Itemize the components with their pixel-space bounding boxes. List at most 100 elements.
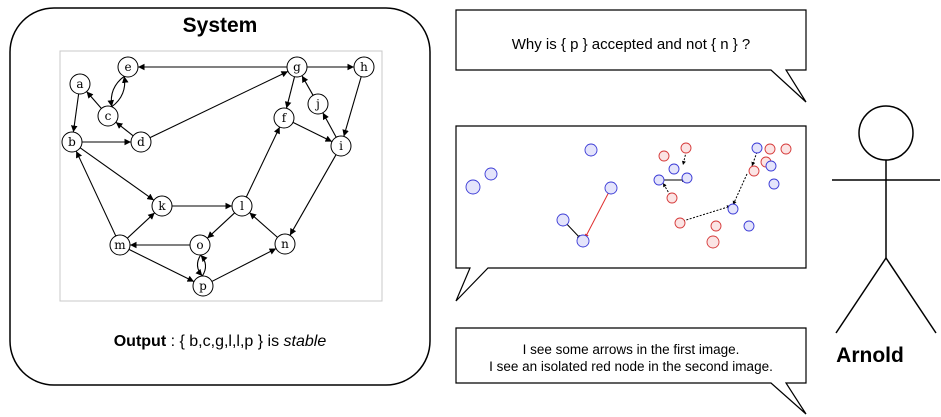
image-arrow-7 bbox=[751, 151, 758, 167]
node-label-p: p bbox=[199, 279, 207, 293]
edge-n-l bbox=[249, 212, 278, 238]
edge-d-g bbox=[149, 70, 289, 139]
node-label-h: h bbox=[360, 60, 368, 74]
node-h bbox=[353, 56, 375, 78]
node-label-b: b bbox=[68, 135, 76, 149]
node-label-d: d bbox=[137, 135, 145, 149]
node-p bbox=[192, 275, 214, 297]
graph-nodes: a b c d e f g h i j k l m n o p bbox=[61, 56, 375, 297]
image-arrow-6 bbox=[732, 173, 748, 206]
node-label-e: e bbox=[124, 60, 131, 74]
edge-p-o bbox=[200, 254, 208, 277]
node-label-j: j bbox=[314, 97, 320, 111]
node-f bbox=[273, 107, 295, 129]
answer-text: I see some arrows in the first image. I … bbox=[456, 341, 806, 375]
edge-i-n bbox=[289, 154, 337, 236]
image-node-21 bbox=[765, 160, 777, 172]
image-node-10 bbox=[681, 172, 693, 184]
node-label-i: i bbox=[339, 139, 343, 153]
edge-l-f bbox=[245, 126, 281, 198]
edge-j-g bbox=[301, 75, 314, 96]
edge-o-p bbox=[195, 254, 203, 277]
system-title: System bbox=[182, 14, 258, 37]
node-m bbox=[109, 234, 131, 256]
node-g bbox=[286, 56, 308, 78]
output-set: : { b,c,g,l,l,p } is bbox=[166, 333, 284, 350]
image-node-12 bbox=[674, 217, 686, 229]
image-arrow-5 bbox=[682, 205, 732, 222]
node-k bbox=[151, 195, 173, 217]
edge-h-i bbox=[342, 76, 362, 137]
edge-m-p bbox=[128, 248, 195, 283]
node-b bbox=[61, 131, 83, 153]
node-j bbox=[307, 93, 329, 115]
edge-g-f bbox=[284, 76, 296, 109]
output-label: Output bbox=[113, 333, 167, 350]
image-arrow-0 bbox=[584, 187, 612, 239]
edge-i-j bbox=[322, 112, 337, 138]
image-arrow-2 bbox=[681, 147, 688, 166]
question-bubble bbox=[455, 9, 807, 103]
image-node-1 bbox=[484, 167, 498, 181]
node-i bbox=[330, 135, 352, 157]
edge-c-e bbox=[111, 76, 129, 108]
graph-frame bbox=[59, 50, 383, 302]
edge-c-a bbox=[86, 91, 102, 109]
image-node-0 bbox=[465, 179, 481, 195]
node-l bbox=[231, 195, 253, 217]
edge-b-k bbox=[79, 147, 155, 201]
node-label-f: f bbox=[282, 111, 288, 125]
image-node-9 bbox=[653, 174, 665, 186]
image-node-6 bbox=[658, 150, 670, 162]
answer-bubble bbox=[455, 327, 807, 415]
perceived-image bbox=[465, 142, 792, 249]
node-label-a: a bbox=[76, 77, 83, 91]
node-a bbox=[69, 73, 91, 95]
image-node-11 bbox=[666, 192, 678, 204]
edge-f-i bbox=[292, 121, 333, 143]
image-node-2 bbox=[584, 143, 598, 157]
image-arrow-4 bbox=[662, 182, 671, 196]
image-node-19 bbox=[748, 165, 760, 177]
graph-edges bbox=[70, 63, 362, 283]
node-c bbox=[97, 105, 119, 127]
node-label-o: o bbox=[196, 238, 203, 252]
user-name: Arnold bbox=[836, 344, 904, 367]
image-node-18 bbox=[780, 143, 792, 155]
node-label-n: n bbox=[281, 237, 289, 251]
node-e bbox=[117, 56, 139, 78]
stick-figure-icon bbox=[832, 105, 940, 334]
image-node-23 bbox=[706, 235, 720, 249]
node-label-l: l bbox=[240, 199, 244, 213]
node-n bbox=[274, 233, 296, 255]
image-node-7 bbox=[680, 142, 692, 154]
question-text: Why is { p } accepted and not { n } ? bbox=[511, 36, 751, 53]
node-d bbox=[130, 131, 152, 153]
image-node-22 bbox=[768, 178, 780, 190]
edge-e-c bbox=[107, 75, 125, 107]
edge-m-k bbox=[126, 212, 156, 239]
edge-m-b bbox=[75, 150, 117, 237]
answer-line-1: I see some arrows in the first image. bbox=[522, 342, 740, 357]
edge-l-o bbox=[206, 212, 236, 239]
node-label-g: g bbox=[293, 60, 301, 74]
edge-a-b bbox=[70, 93, 80, 133]
image-node-17 bbox=[764, 143, 776, 155]
image-node-3 bbox=[604, 181, 618, 195]
node-label-k: k bbox=[158, 199, 166, 213]
answer-line-2: I see an isolated red node in the second… bbox=[489, 359, 773, 374]
node-label-m: m bbox=[114, 238, 126, 252]
image-node-8 bbox=[668, 163, 680, 175]
image-node-4 bbox=[556, 213, 570, 227]
image-bubble bbox=[455, 125, 807, 302]
node-o bbox=[189, 234, 211, 256]
output-state: stable bbox=[283, 333, 327, 350]
image-node-13 bbox=[710, 220, 722, 232]
system-output: Output : { b,c,g,l,l,p } is stable bbox=[10, 333, 430, 351]
node-label-c: c bbox=[105, 109, 112, 123]
image-node-16 bbox=[751, 142, 763, 154]
image-node-15 bbox=[743, 220, 755, 232]
image-node-14 bbox=[727, 203, 739, 215]
